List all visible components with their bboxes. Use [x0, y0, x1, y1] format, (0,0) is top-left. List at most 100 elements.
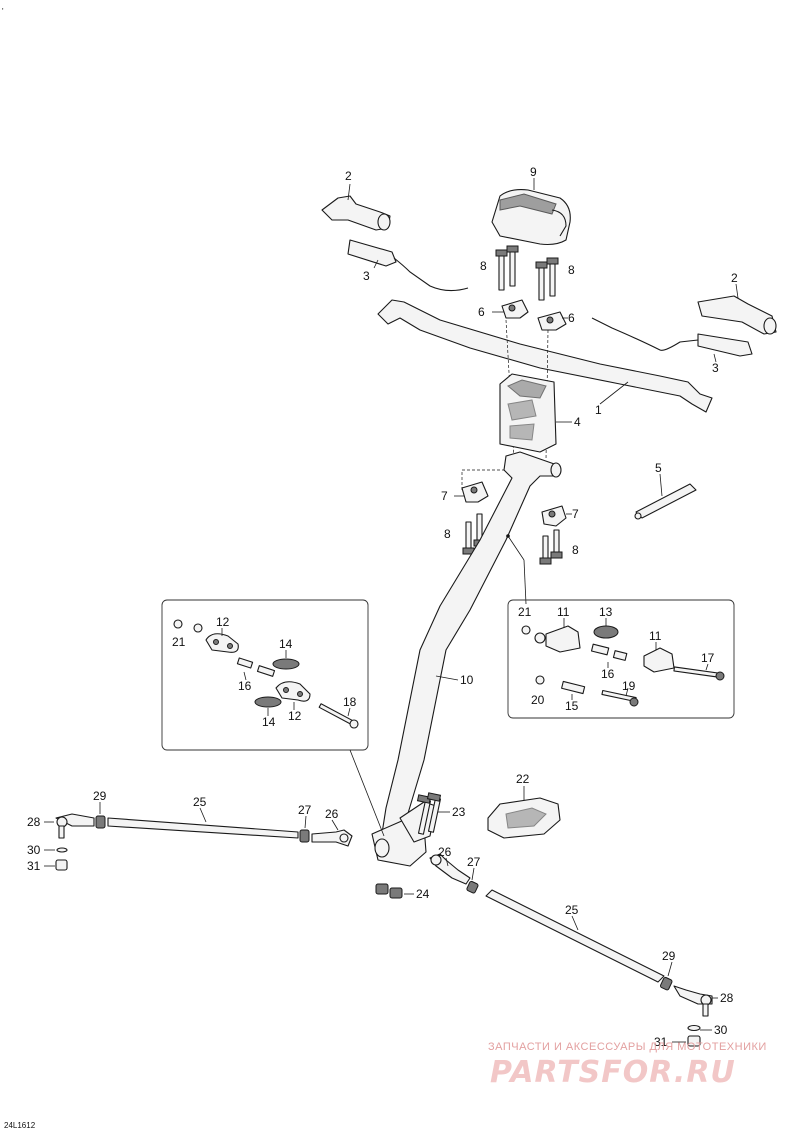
- part-31-right-nut[interactable]: [687, 1035, 701, 1047]
- callout-4: 4: [574, 415, 581, 429]
- detail-box-left: [161, 599, 369, 751]
- callout-8-top-left: 8: [480, 259, 487, 273]
- diagram-reference: 24L1612: [4, 1121, 36, 1130]
- part-10-steering-column[interactable]: [371, 451, 562, 867]
- callout-23: 23: [452, 805, 466, 819]
- part-13-grommet[interactable]: [593, 625, 619, 639]
- part-14-upper-grommet[interactable]: [272, 658, 300, 670]
- part-26-left-ball-joint[interactable]: [311, 829, 353, 847]
- callout-31-right: 31: [654, 1035, 668, 1049]
- callout-11-right: 11: [649, 629, 662, 643]
- callout-16-left: 16: [238, 679, 252, 693]
- callout-7-left: 7: [441, 489, 448, 503]
- part-3-left-heated-grip[interactable]: [347, 239, 469, 292]
- part-9-handlebar-cover[interactable]: [491, 189, 571, 246]
- callout-26-right: 26: [438, 845, 452, 859]
- part-28-right-tie-rod-end[interactable]: [673, 985, 713, 1017]
- part-17-right-bolt[interactable]: [673, 666, 725, 681]
- watermark-brand: PARTSFOR.RU: [490, 1055, 736, 1090]
- watermark-tagline: ЗАПЧАСТИ И АКСЕССУАРЫ ДЛЯ МОТОТЕХНИКИ: [488, 1041, 767, 1053]
- callout-8-top-right: 8: [568, 263, 575, 277]
- callout-7-right: 7: [572, 507, 579, 521]
- part-29-right-jam-nut[interactable]: [659, 976, 673, 991]
- part-16-left-spacer[interactable]: [236, 657, 276, 677]
- callout-12-upper: 12: [216, 615, 230, 629]
- part-2-left-grip[interactable]: [321, 195, 391, 231]
- part-21-left-detail-nuts[interactable]: [173, 619, 203, 633]
- part-14-lower-grommet[interactable]: [254, 696, 282, 708]
- callout-27-left: 27: [298, 803, 312, 817]
- part-19-bolt[interactable]: [601, 689, 639, 707]
- part-31-left-nut[interactable]: [55, 859, 68, 871]
- callout-26-left: 26: [325, 807, 339, 821]
- part-7-lower-clamp-left[interactable]: [461, 481, 489, 503]
- part-18-left-bolt[interactable]: [318, 703, 359, 729]
- part-26-right-ball-joint[interactable]: [429, 853, 471, 885]
- part-12-upper-clip[interactable]: [205, 633, 239, 653]
- corner-mark: ': [2, 7, 4, 16]
- callout-28-left: 28: [27, 815, 41, 829]
- callout-3-right: 3: [712, 361, 719, 375]
- callout-20: 20: [531, 693, 545, 707]
- callout-2-left: 2: [345, 169, 352, 183]
- part-21-right-detail-nut[interactable]: [521, 625, 531, 635]
- callout-21-right-box: 21: [518, 605, 532, 619]
- detail-box-right: [507, 599, 735, 719]
- callout-12-lower: 12: [288, 709, 302, 723]
- part-23-bolts[interactable]: [416, 792, 442, 835]
- part-5-strap[interactable]: [634, 483, 697, 520]
- part-30-right-washer[interactable]: [687, 1024, 701, 1032]
- callout-11-left: 11: [557, 605, 570, 619]
- callout-19: 19: [622, 679, 636, 693]
- callout-9: 9: [530, 165, 537, 179]
- part-16-right-spacer[interactable]: [590, 643, 628, 661]
- part-25-right-tie-rod[interactable]: [485, 889, 665, 983]
- part-2-right-grip[interactable]: [697, 295, 777, 335]
- callout-17: 17: [701, 651, 715, 665]
- callout-28-right: 28: [720, 991, 734, 1005]
- callout-8-lower-left: 8: [444, 527, 451, 541]
- callout-27-right: 27: [467, 855, 481, 869]
- callout-24: 24: [416, 887, 430, 901]
- part-1-handlebar[interactable]: [377, 299, 713, 413]
- part-6-upper-clamp-right[interactable]: [537, 311, 567, 331]
- callout-3-left: 3: [363, 269, 370, 283]
- callout-30-right: 30: [714, 1023, 728, 1037]
- part-22-cover-plate[interactable]: [487, 797, 561, 839]
- part-29-left-jam-nut[interactable]: [95, 815, 106, 829]
- callout-10: 10: [460, 673, 474, 687]
- part-27-left-jam-nut[interactable]: [299, 829, 310, 843]
- part-25-left-tie-rod[interactable]: [107, 817, 299, 839]
- part-15-spacer[interactable]: [561, 680, 586, 695]
- callout-21-left-box: 21: [172, 635, 186, 649]
- callout-6-left: 6: [478, 305, 485, 319]
- part-20-nut[interactable]: [535, 675, 545, 685]
- callout-2-right: 2: [731, 271, 738, 285]
- part-3-right-heated-grip[interactable]: [591, 317, 753, 357]
- part-24-nuts[interactable]: [375, 883, 403, 899]
- part-8-bolts-lower-right[interactable]: [539, 529, 563, 565]
- part-30-left-washer[interactable]: [56, 847, 68, 853]
- part-4-riser-block[interactable]: [499, 373, 557, 453]
- part-6-upper-clamp-left[interactable]: [501, 299, 529, 319]
- part-11-right-clamp[interactable]: [643, 647, 675, 673]
- callout-16-right: 16: [601, 667, 615, 681]
- callout-5: 5: [655, 461, 662, 475]
- callout-22: 22: [516, 772, 530, 786]
- callout-1: 1: [595, 403, 602, 417]
- callout-14-upper: 14: [279, 637, 293, 651]
- callout-25-right: 25: [565, 903, 579, 917]
- part-28-left-tie-rod-end[interactable]: [55, 813, 95, 839]
- callout-29-right: 29: [662, 949, 676, 963]
- part-7-lower-clamp-right[interactable]: [541, 505, 567, 527]
- callout-25-left: 25: [193, 795, 207, 809]
- part-12-lower-clip[interactable]: [275, 681, 311, 702]
- callout-13: 13: [599, 605, 613, 619]
- part-27-right-jam-nut[interactable]: [466, 880, 479, 894]
- callout-30-left: 30: [27, 843, 41, 857]
- part-8-bolts-top-right[interactable]: [535, 257, 559, 301]
- part-8-bolts-top-left[interactable]: [495, 245, 519, 291]
- part-11-left-clamp[interactable]: [534, 625, 581, 653]
- callout-15: 15: [565, 699, 579, 713]
